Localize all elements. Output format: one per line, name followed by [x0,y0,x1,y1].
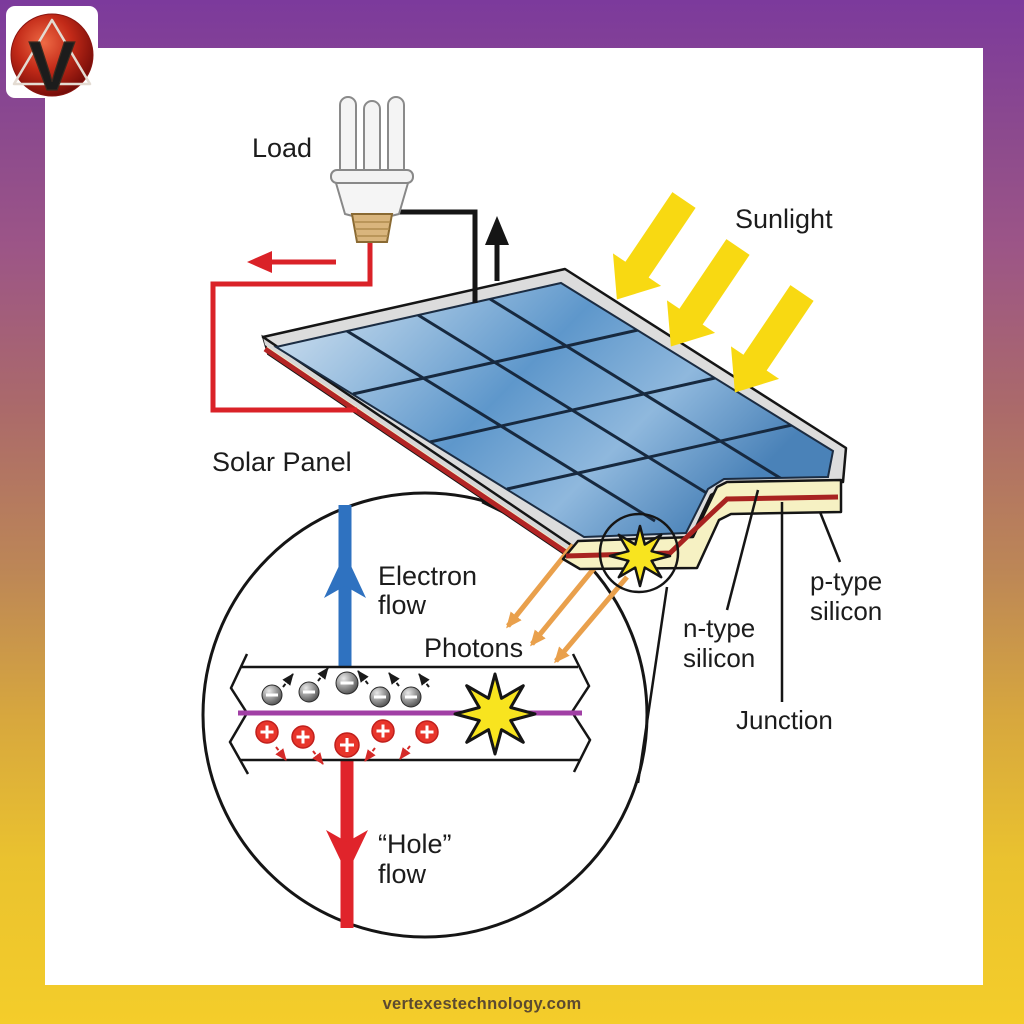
photon-arrow-icon [530,559,602,647]
electron-flow-arrow-icon [324,553,366,598]
sunlight-arrow-icon [612,192,696,300]
electron-icon [369,686,391,708]
electron-motion-arrows [282,667,430,688]
hole-icon [415,720,439,744]
silicon-cutaway [561,478,843,594]
p-type-label-2: silicon [810,596,882,626]
impact-zoom-circle-icon [598,512,680,594]
holes [255,719,439,758]
n-type-pointer-line [725,489,760,611]
electron-flow-label-2: flow [378,590,427,620]
sunlight-arrows [612,192,814,393]
current-left-arrow-icon [247,251,336,273]
panel-side-junction-stripe [263,346,581,564]
electrons [261,671,422,708]
sunlight-arrow-icon [730,285,814,393]
logo-letter: V [29,27,76,98]
magnifier-cone-line-right [636,586,669,784]
photons-label: Photons [424,633,523,663]
p-type-label: p-type [810,566,882,596]
hole-flow-arrow-icon [326,830,368,874]
black-wire [392,209,478,303]
current-up-arrow-icon [485,216,509,281]
electron-icon [261,684,283,706]
n-type-label: n-type [683,613,755,643]
solar-panel-label: Solar Panel [212,447,352,477]
hole-icon [255,720,279,744]
website-url: vertexestechnology.com [382,995,582,1013]
hole-flow-label: “Hole” [378,829,452,859]
photon-starburst-icon [453,672,537,756]
photon-arrow-icon [554,575,629,664]
hole-motion-arrows [275,745,411,765]
pn-junction-inset [228,505,592,928]
p-type-pointer-line [818,511,842,563]
hole-flow-label-2: flow [378,859,427,889]
panel-grid-lines [346,297,799,523]
electron-icon [400,686,422,708]
cfl-bulb-icon [330,96,414,243]
impact-starburst-icon [608,524,672,588]
electron-icon [298,681,320,703]
hole-icon [334,732,360,758]
load-label: Load [252,133,312,163]
sunlight-label: Sunlight [735,204,833,234]
v-triangle-logo-icon: V [10,13,94,98]
logo: V [6,6,98,98]
hole-icon [291,725,315,749]
n-type-label-2: silicon [683,643,755,673]
hole-icon [371,719,395,743]
electron-flow-label: Electron [378,561,477,591]
panel-side-glass-edge [263,337,579,557]
electron-icon [335,671,359,695]
sunlight-arrow-icon [666,239,750,347]
junction-label: Junction [736,705,833,735]
red-wire [210,242,373,413]
